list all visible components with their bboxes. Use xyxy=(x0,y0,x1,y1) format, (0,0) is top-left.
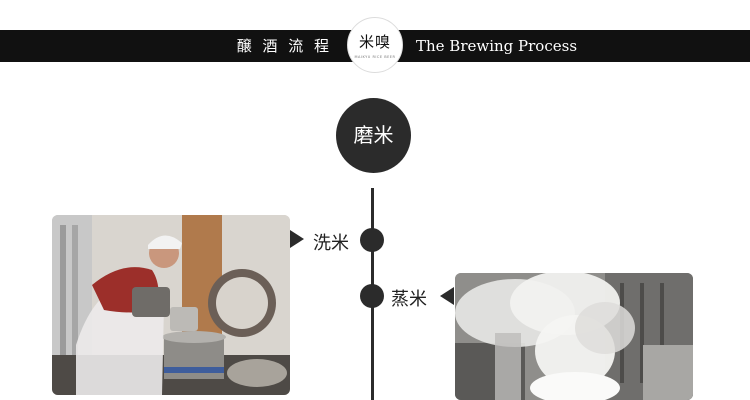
photo-washing-rice xyxy=(52,215,290,395)
logo-text: 米嗅 xyxy=(358,33,391,51)
arrow-left-icon xyxy=(440,287,454,305)
step-polish-rice: 磨米 xyxy=(336,98,411,173)
step-label-steam-rice: 蒸米 xyxy=(391,289,427,310)
photo-steaming-rice xyxy=(455,273,693,400)
brand-logo: 米嗅 MAIKYU RICE BEER xyxy=(347,17,403,73)
timeline-node-steam xyxy=(360,284,384,308)
logo-subtext: MAIKYU RICE BEER xyxy=(354,55,396,59)
step-label-wash-rice: 洗米 xyxy=(313,233,349,254)
arrow-right-icon xyxy=(290,230,304,248)
timeline-node-wash xyxy=(360,228,384,252)
banner-title-english: The Brewing Process xyxy=(416,37,578,55)
banner-title-chinese: 醸 酒 流 程 xyxy=(236,37,332,55)
steaming-scene-illustration xyxy=(455,273,693,400)
washing-scene-illustration xyxy=(52,215,290,395)
